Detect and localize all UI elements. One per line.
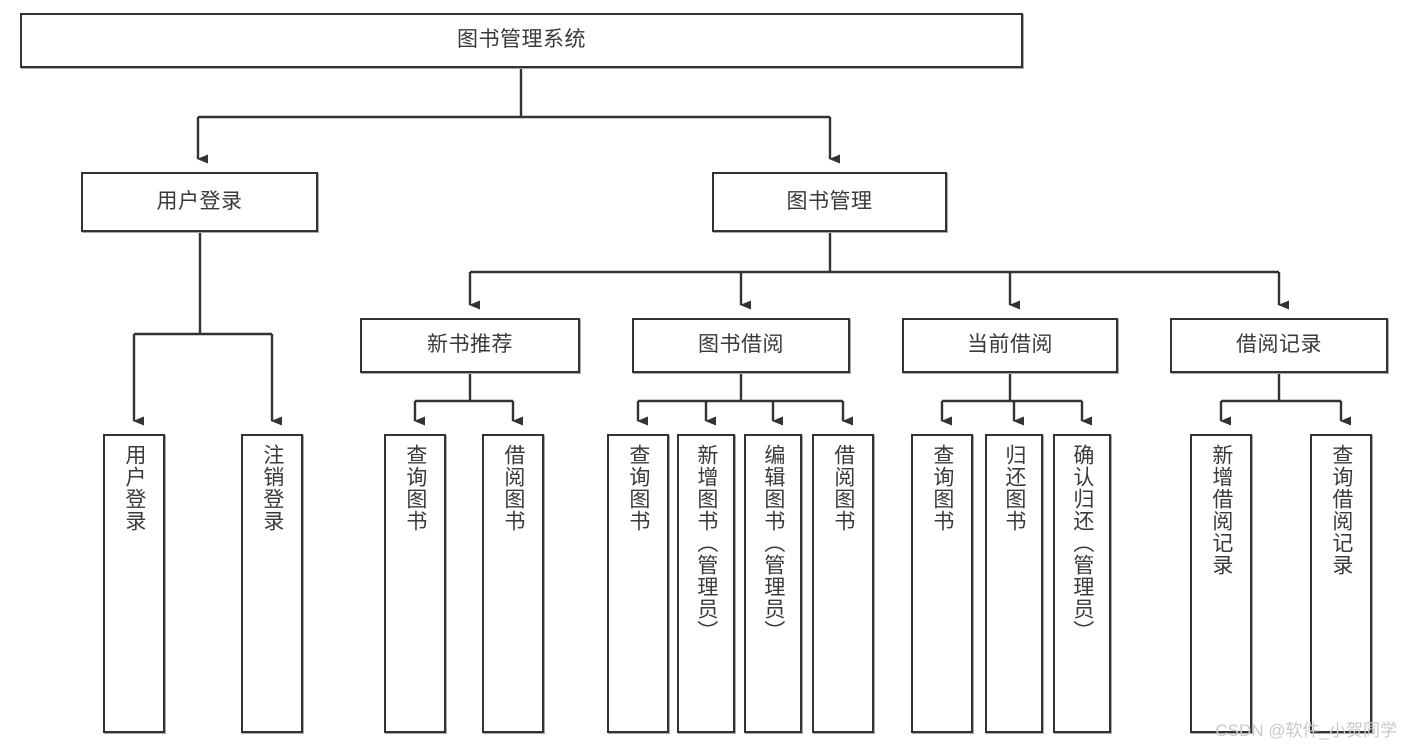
- node-label-book-manage: 图书管理: [786, 189, 873, 213]
- leaf-node-leaf-user-login[interactable]: 用户登录: [103, 434, 165, 733]
- leaf-node-leaf-query-book-rec[interactable]: 查询图书: [384, 434, 446, 733]
- node-label-leaf-edit-book: 编辑图书（管理员）: [761, 444, 785, 642]
- node-label-book-borrow: 图书借阅: [698, 333, 784, 357]
- node-label-leaf-logout: 注销登录: [260, 444, 284, 532]
- node-label-leaf-confirm-return: 确认归还（管理员）: [1070, 444, 1094, 642]
- level3-node-current-borrow[interactable]: 当前借阅: [902, 318, 1118, 373]
- leaf-node-leaf-query-record[interactable]: 查询借阅记录: [1310, 434, 1372, 733]
- node-label-root: 图书管理系统: [457, 28, 586, 52]
- leaf-node-leaf-confirm-return[interactable]: 确认归还（管理员）: [1053, 434, 1111, 733]
- leaf-node-leaf-edit-book[interactable]: 编辑图书（管理员）: [744, 434, 802, 733]
- node-label-leaf-borrow-book: 借阅图书: [831, 444, 855, 532]
- node-label-leaf-add-book: 新增图书（管理员）: [694, 444, 718, 642]
- level2-node-user-login[interactable]: 用户登录: [81, 172, 318, 232]
- node-label-leaf-query-book-rec: 查询图书: [403, 444, 427, 532]
- leaf-node-leaf-logout[interactable]: 注销登录: [241, 434, 303, 733]
- node-label-borrow-record: 借阅记录: [1236, 333, 1322, 357]
- leaf-node-leaf-add-record[interactable]: 新增借阅记录: [1190, 434, 1252, 733]
- leaf-node-leaf-borrow-book-rec[interactable]: 借阅图书: [482, 434, 544, 733]
- node-label-leaf-query-book-cur: 查询图书: [930, 444, 954, 532]
- leaf-node-leaf-query-book-cur[interactable]: 查询图书: [911, 434, 973, 733]
- level2-node-book-manage[interactable]: 图书管理: [712, 172, 947, 232]
- node-label-new-book-recommend: 新书推荐: [427, 333, 513, 357]
- level3-node-book-borrow[interactable]: 图书借阅: [632, 318, 850, 373]
- watermark-label: CSDN @软件_小贺同学: [1215, 721, 1397, 740]
- leaf-node-leaf-add-book[interactable]: 新增图书（管理员）: [677, 434, 735, 733]
- level3-node-new-book-recommend[interactable]: 新书推荐: [360, 318, 580, 373]
- node-label-user-login: 用户登录: [156, 189, 243, 213]
- node-label-leaf-return-book: 归还图书: [1002, 444, 1026, 532]
- node-label-leaf-user-login: 用户登录: [122, 444, 146, 532]
- node-label-leaf-borrow-book-rec: 借阅图书: [501, 444, 525, 532]
- node-label-leaf-query-record: 查询借阅记录: [1329, 444, 1353, 576]
- leaf-node-leaf-return-book[interactable]: 归还图书: [985, 434, 1043, 733]
- node-label-leaf-add-record: 新增借阅记录: [1209, 444, 1233, 576]
- level3-node-borrow-record[interactable]: 借阅记录: [1170, 318, 1388, 373]
- leaf-node-leaf-borrow-book[interactable]: 借阅图书: [812, 434, 874, 733]
- node-label-leaf-query-book-borrow: 查询图书: [626, 444, 650, 532]
- root-node-root[interactable]: 图书管理系统: [20, 13, 1023, 68]
- leaf-node-leaf-query-book-borrow[interactable]: 查询图书: [607, 434, 669, 733]
- node-label-current-borrow: 当前借阅: [967, 333, 1053, 357]
